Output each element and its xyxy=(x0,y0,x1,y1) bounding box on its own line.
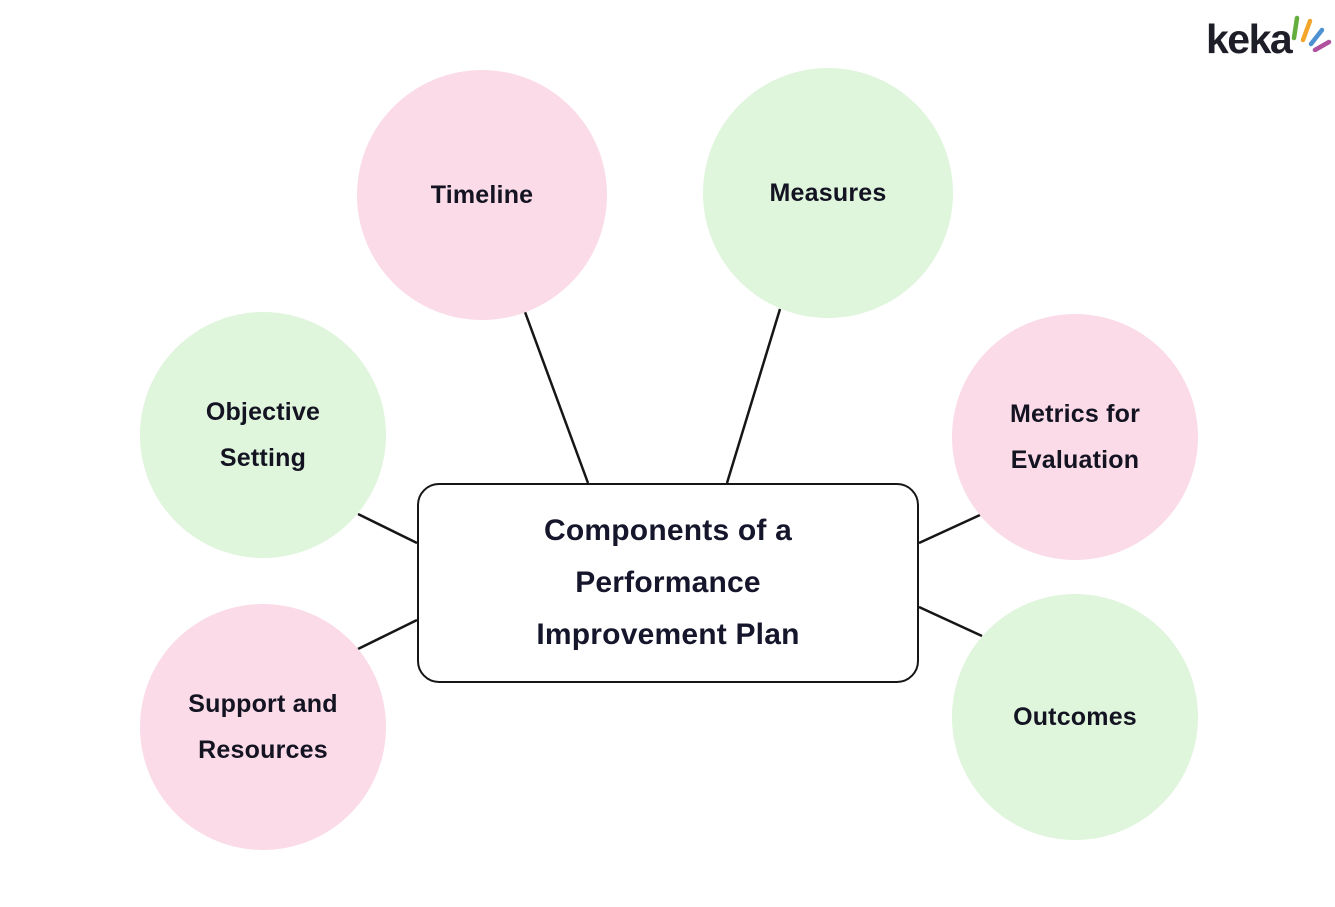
connector-measures-center xyxy=(725,308,782,484)
connector-timeline-center xyxy=(523,311,590,484)
ray-blue xyxy=(1308,27,1325,47)
keka-logo: keka xyxy=(1198,4,1332,68)
node-timeline: Timeline xyxy=(357,70,607,320)
node-objective-setting: Objective Setting xyxy=(140,312,386,558)
node-outcomes: Outcomes xyxy=(952,594,1198,840)
node-metrics-for-evaluation-label: Metrics for Evaluation xyxy=(1009,400,1140,474)
ray-orange xyxy=(1300,18,1313,43)
keka-wordmark: keka xyxy=(1206,16,1293,62)
node-support-and-resources: Support and Resources xyxy=(140,604,386,850)
ray-green xyxy=(1291,15,1300,41)
node-timeline-label: Timeline xyxy=(430,181,534,209)
node-measures-label: Measures xyxy=(769,179,887,207)
node-outcomes-label: Outcomes xyxy=(1013,703,1137,731)
keka-logo-rays-icon xyxy=(1291,15,1332,52)
node-support-and-resources-label: Support and Resources xyxy=(188,690,338,764)
node-measures: Measures xyxy=(703,68,953,318)
connector-outcomes-center xyxy=(918,605,983,638)
connector-support-center xyxy=(357,618,418,651)
node-objective-setting-label: Objective Setting xyxy=(205,398,321,472)
center-topic-box: Components of a Performance Improvement … xyxy=(417,483,919,683)
ray-purple xyxy=(1312,39,1332,52)
node-metrics-for-evaluation: Metrics for Evaluation xyxy=(952,314,1198,560)
connector-objective-center xyxy=(357,512,418,545)
center-topic-title: Components of a Performance Improvement … xyxy=(536,514,800,651)
connector-metrics-center xyxy=(918,513,981,545)
